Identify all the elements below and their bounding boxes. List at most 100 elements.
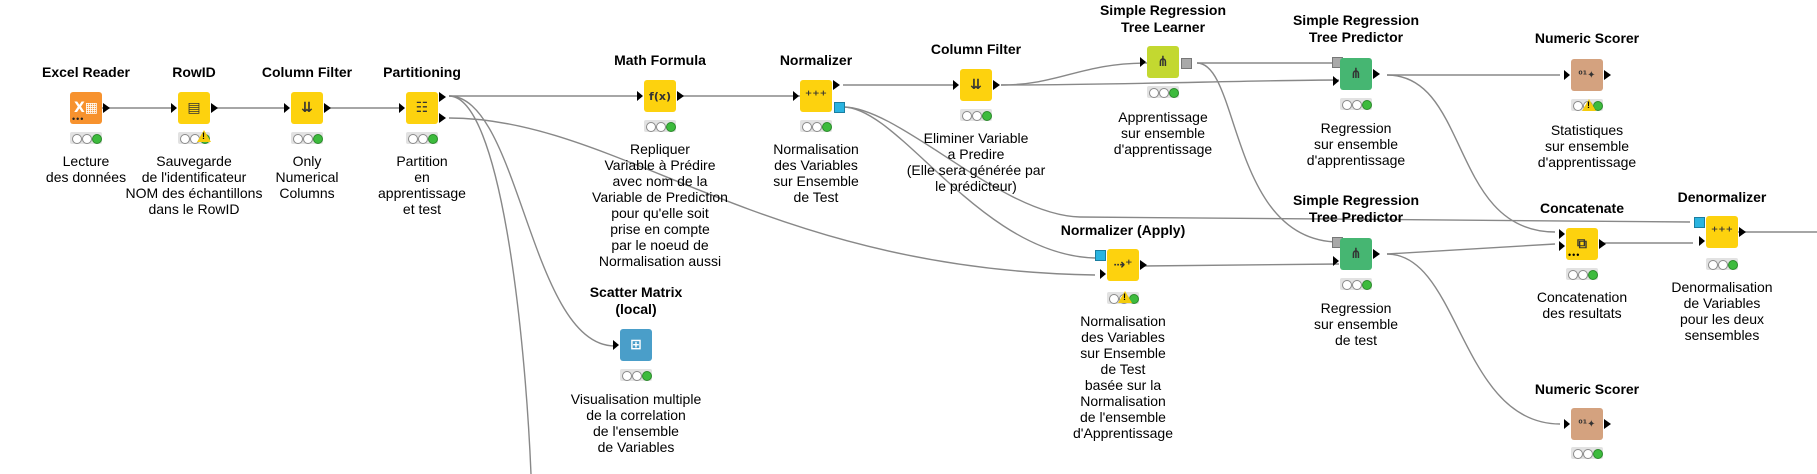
column-filter-icon[interactable]: ⇊	[953, 69, 1000, 101]
numeric-scorer-icon[interactable]: ⁰¹✦	[1564, 408, 1611, 440]
model-output-port[interactable]	[1181, 58, 1192, 69]
tree-predictor-icon[interactable]: ⋔	[1333, 58, 1380, 90]
output-port[interactable]	[993, 80, 1000, 90]
node-title: Normalizer	[779, 52, 853, 68]
status-traffic-light	[70, 132, 102, 144]
icon-glyph: ⁰¹✦	[1578, 69, 1596, 81]
wire-colfilter2-learner	[1000, 62, 1149, 86]
node-annotation: Visualisation multiple de la correlation…	[570, 391, 702, 455]
model-output-port[interactable]	[834, 102, 845, 113]
input-port-1[interactable]	[1559, 229, 1565, 239]
wire-predictor2-concat	[1386, 243, 1556, 255]
node-title: Simple Regression Tree Predictor	[1292, 12, 1420, 45]
status-traffic-light	[620, 369, 652, 381]
node-title: Numeric Scorer	[1534, 30, 1640, 46]
scatter-matrix-icon[interactable]: ⊞	[613, 329, 652, 361]
status-traffic-light	[800, 120, 832, 132]
tree-predictor-icon[interactable]: ⋔	[1333, 238, 1380, 270]
normalizer-icon[interactable]: ⁺⁺⁺	[793, 80, 845, 113]
wire-normalizer-denorm	[842, 106, 1691, 223]
wire-partition-scatter	[448, 95, 616, 347]
icon-glyph: ⋔	[1350, 246, 1362, 262]
input-port[interactable]	[1100, 269, 1106, 279]
concatenate-icon[interactable]: ⧉ •••	[1559, 228, 1606, 260]
node-title: Concatenate	[1539, 200, 1625, 216]
numeric-scorer-icon[interactable]: ⁰¹✦	[1564, 59, 1611, 91]
icon-glyph: ⋔	[1157, 54, 1169, 70]
model-input-port[interactable]	[1095, 250, 1106, 261]
partitioning-icon[interactable]: ☷	[399, 92, 446, 124]
input-port[interactable]	[1564, 70, 1570, 80]
icon-glyph: ⧉	[1577, 236, 1587, 252]
node-annotation: Denormalisation de Variables pour les de…	[1671, 279, 1773, 343]
icon-glyph: ⋔	[1350, 66, 1362, 82]
config-dots: •••	[1568, 250, 1581, 260]
output-port[interactable]	[211, 103, 218, 113]
icon-glyph: ☷	[415, 100, 429, 116]
denormalizer-icon[interactable]: ⁺⁺⁺	[1699, 216, 1746, 248]
node-title: Column Filter	[261, 64, 353, 80]
icon-glyph: X▦	[73, 100, 99, 116]
input-port[interactable]	[284, 103, 290, 113]
status-traffic-light	[406, 132, 438, 144]
input-port[interactable]	[637, 91, 643, 101]
model-input-port[interactable]	[1694, 217, 1705, 228]
node-title: Normalizer (Apply)	[1060, 222, 1186, 238]
input-port[interactable]	[399, 103, 405, 113]
input-port[interactable]	[1333, 76, 1339, 86]
warning-icon[interactable]: !	[197, 130, 211, 142]
status-traffic-light	[1340, 278, 1372, 290]
warning-icon[interactable]: !	[1118, 291, 1132, 303]
input-port-2[interactable]	[1559, 241, 1565, 251]
input-port[interactable]	[793, 91, 799, 101]
output-port[interactable]	[324, 103, 331, 113]
math-formula-icon[interactable]: f(x)	[637, 80, 684, 112]
output-port[interactable]	[1604, 70, 1611, 80]
input-port[interactable]	[1699, 236, 1705, 246]
status-traffic-light	[1566, 268, 1598, 280]
input-port[interactable]	[1333, 256, 1339, 266]
output-port-train[interactable]	[439, 92, 446, 102]
warning-icon[interactable]: !	[1582, 99, 1596, 111]
node-annotation: Statistiques sur ensemble d'apprentissag…	[1537, 122, 1637, 170]
output-port[interactable]	[677, 91, 684, 101]
status-traffic-light	[1340, 98, 1372, 110]
output-port[interactable]	[1604, 419, 1611, 429]
column-filter-icon[interactable]: ⇊	[284, 92, 331, 124]
icon-glyph: ⁺⁺⁺	[804, 88, 828, 104]
output-port[interactable]	[1140, 260, 1147, 270]
output-port[interactable]	[103, 103, 110, 113]
input-port[interactable]	[953, 80, 959, 90]
tree-learner-icon[interactable]: ⋔	[1140, 46, 1192, 78]
output-port[interactable]	[833, 80, 840, 90]
node-title: Simple Regression Tree Predictor	[1292, 192, 1420, 225]
node-title: Partitioning	[383, 64, 461, 80]
input-port[interactable]	[1140, 57, 1146, 67]
input-port[interactable]	[171, 103, 177, 113]
node-annotation: Partition en apprentissage et test	[378, 153, 466, 217]
status-traffic-light	[1706, 258, 1738, 270]
output-port[interactable]	[1599, 239, 1606, 249]
node-title: Math Formula	[614, 52, 706, 68]
wire-normalizer-normapply	[842, 106, 1096, 259]
output-port[interactable]	[1739, 227, 1746, 237]
normalizer-apply-icon[interactable]: ⇢⁺	[1100, 249, 1147, 281]
input-port[interactable]	[1564, 419, 1570, 429]
icon-glyph: ⇢⁺	[1113, 257, 1133, 273]
input-port[interactable]	[613, 340, 619, 350]
node-annotation: Repliquer Variable à Prédire avec nom de…	[592, 141, 728, 269]
output-port[interactable]	[1373, 69, 1380, 79]
excel-icon[interactable]: X▦ •••	[70, 92, 110, 124]
node-title: Simple Regression Tree Learner	[1099, 2, 1227, 35]
wire-partition-normapply	[448, 117, 1096, 276]
output-port-test[interactable]	[439, 113, 446, 123]
output-port[interactable]	[1373, 249, 1380, 259]
icon-glyph: ▤	[187, 100, 201, 116]
node-annotation: Regression sur ensemble d'apprentissage	[1306, 120, 1406, 168]
icon-glyph: ⁰¹✦	[1578, 418, 1596, 430]
node-title: Scatter Matrix (local)	[589, 284, 683, 317]
rowid-icon[interactable]: ▤	[171, 92, 218, 124]
node-annotation: Regression sur ensemble de test	[1313, 300, 1399, 348]
icon-glyph: ⊞	[630, 337, 642, 353]
